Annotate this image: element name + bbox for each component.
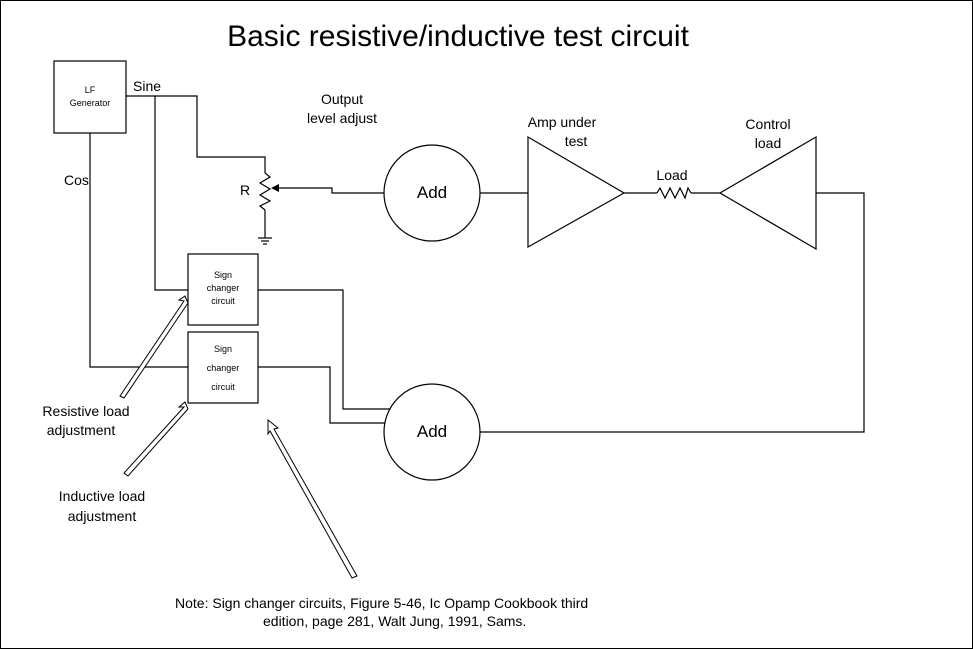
note-line1: Note: Sign changer circuits, Figure 5-46… xyxy=(175,595,588,611)
load-resistor: Load xyxy=(656,167,692,200)
adder-bottom-circle xyxy=(383,383,481,481)
lf-generator: LF Generator xyxy=(53,60,127,134)
wire-wiper-to-adder xyxy=(275,187,386,194)
sign-changer-top-box xyxy=(187,253,259,326)
resistive-adjust-label-line1: Resistive load xyxy=(42,403,129,419)
adder-top: Add xyxy=(383,144,481,242)
sign-changer-bottom-line1: Sign xyxy=(214,344,232,354)
note-line2: edition, page 281, Walt Jung, 1991, Sams… xyxy=(263,613,526,629)
amp-label-line1: Amp under xyxy=(528,114,597,130)
adder-top-circle xyxy=(383,144,481,242)
inductive-adjust-label-line2: adjustment xyxy=(68,508,137,524)
load-label: Load xyxy=(656,167,687,183)
amp-under-test: Amp under test xyxy=(527,114,626,249)
wire-sign-changer-top-to-adder xyxy=(258,289,392,410)
diagram-title: Basic resistive/inductive test circuit xyxy=(227,20,689,53)
amp-under-test-triangle xyxy=(527,135,626,249)
potentiometer-resistor xyxy=(258,172,272,211)
sign-changer-bottom: Sign changer circuit xyxy=(187,331,259,404)
lf-generator-label-line2: Generator xyxy=(70,98,111,108)
control-label-line1: Control xyxy=(745,116,790,132)
potentiometer-wiper-arrow xyxy=(271,184,279,192)
resistive-adjust-label-line2: adjustment xyxy=(47,422,116,438)
wire-control-to-adder xyxy=(480,192,865,433)
sine-label: Sine xyxy=(133,78,161,94)
sign-changer-bottom-line2: changer xyxy=(207,363,240,373)
control-load: Control load xyxy=(718,116,817,251)
sign-changer-top-line2: changer xyxy=(207,283,240,293)
inductive-adjust-label-line1: Inductive load xyxy=(59,488,145,504)
adder-bottom: Add xyxy=(383,383,481,481)
output-level-label-line1: Output xyxy=(321,91,363,107)
sign-changer-top-line3: circuit xyxy=(211,296,235,306)
load-resistor-zigzag xyxy=(656,186,692,200)
cos-label: Cos xyxy=(64,172,89,188)
adder-top-label: Add xyxy=(417,183,447,202)
wire-sign-changer-bottom-to-adder xyxy=(258,366,386,424)
control-load-triangle xyxy=(718,135,817,251)
adder-bottom-label: Add xyxy=(417,422,447,441)
amp-label-line2: test xyxy=(565,133,588,149)
wire-sine-to-pot xyxy=(126,95,266,173)
wire-cos-to-sign-changer xyxy=(89,133,188,368)
output-level-label-line2: level adjust xyxy=(307,110,377,126)
potentiometer: R xyxy=(240,172,279,211)
control-label-line2: load xyxy=(755,135,781,151)
wire-sine-to-sign-changer xyxy=(154,96,188,291)
potentiometer-label: R xyxy=(240,182,250,198)
inductive-adjust-arrow xyxy=(123,401,189,477)
lf-generator-label-line1: LF xyxy=(85,85,96,95)
lf-generator-box xyxy=(53,60,127,134)
sign-changer-top-line1: Sign xyxy=(214,270,232,280)
sign-changer-top: Sign changer circuit xyxy=(187,253,259,326)
adjustment-arrows xyxy=(119,295,358,579)
ground-symbol xyxy=(258,237,272,245)
resistive-adjust-arrow xyxy=(119,295,189,399)
sign-changer-bottom-box xyxy=(187,331,259,404)
sign-changer-bottom-line3: circuit xyxy=(211,382,235,392)
wires xyxy=(89,95,865,433)
note-arrow xyxy=(267,418,358,579)
